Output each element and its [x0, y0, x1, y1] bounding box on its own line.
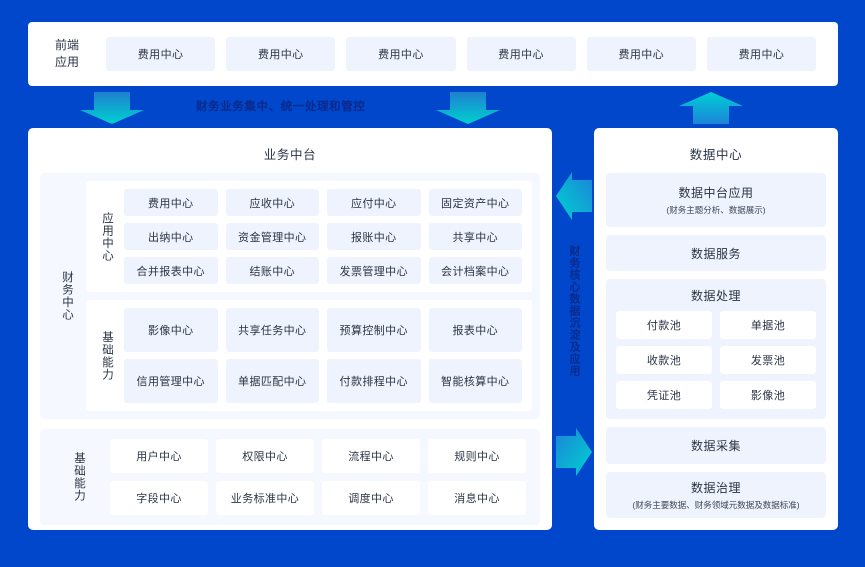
- data-pool-cell[interactable]: 凭证池: [616, 381, 712, 410]
- module-cell[interactable]: 付款排程中心: [327, 359, 421, 403]
- arrow-up-icon: [679, 92, 743, 124]
- data-pool-grid: 付款池 单据池 收款池 发票池 凭证池 影像池: [616, 311, 816, 410]
- grid-row: 出纳中心 资金管理中心 报账中心 共享中心: [124, 223, 522, 250]
- block-title: 数据采集: [690, 439, 741, 454]
- data-center-title: 数据中心: [689, 148, 743, 162]
- application-center-group: 应用中心 费用中心 应收中心 应付中心 固定资产中心 出纳中心 资金管理中心 报…: [86, 181, 532, 292]
- block-title: 数据治理: [690, 480, 741, 495]
- module-cell[interactable]: 信用管理中心: [124, 359, 218, 403]
- module-cell[interactable]: 消息中心: [428, 481, 526, 515]
- module-cell[interactable]: 智能核算中心: [428, 359, 522, 403]
- data-flow-connector: 财务核心数据沉淀及应用: [556, 150, 592, 500]
- module-cell[interactable]: 资金管理中心: [225, 223, 319, 250]
- data-pool-cell[interactable]: 付款池: [616, 311, 712, 340]
- module-cell[interactable]: 发票管理中心: [327, 257, 421, 284]
- frontend-card[interactable]: 费用中心: [346, 37, 456, 71]
- finance-base-capability-grid: 影像中心 共享任务中心 预算控制中心 报表中心 信用管理中心 单据匹配中心 付款…: [124, 308, 522, 403]
- grid-row: 字段中心 业务标准中心 调度中心 消息中心: [110, 481, 526, 515]
- data-pool-cell[interactable]: 影像池: [720, 381, 816, 410]
- module-cell[interactable]: 会计档案中心: [428, 257, 522, 284]
- application-center-grid: 费用中心 应收中心 应付中心 固定资产中心 出纳中心 资金管理中心 报账中心 共…: [124, 189, 522, 284]
- module-cell[interactable]: 共享任务中心: [225, 308, 319, 352]
- module-cell[interactable]: 业务标准中心: [216, 481, 314, 515]
- data-center-panel: 数据中心 数据中台应用 (财务主题分析、数据展示) 数据服务 数据处理 付款池 …: [594, 128, 838, 530]
- module-cell[interactable]: 固定资产中心: [428, 189, 522, 216]
- data-collection-block[interactable]: 数据采集: [606, 427, 826, 464]
- frontend-card[interactable]: 费用中心: [706, 37, 817, 71]
- business-middle-platform-panel: 业务中台 财务中心 应用中心 费用中心 应收中心 应付中心 固定资产中心 出纳中…: [28, 128, 552, 530]
- frontend-application-panel: 前端 应用 费用中心 费用中心 费用中心 费用中心 费用中心 费用中心: [28, 22, 838, 86]
- module-cell[interactable]: 调度中心: [322, 481, 420, 515]
- frontend-card[interactable]: 费用中心: [586, 37, 696, 71]
- finance-center-block: 财务中心 应用中心 费用中心 应收中心 应付中心 固定资产中心 出纳中心 资金管…: [40, 173, 540, 419]
- banner-text: 财务业务集中、统一处理和管控: [196, 101, 366, 113]
- module-cell[interactable]: 报账中心: [327, 223, 421, 250]
- grid-row: 收款池 发票池: [616, 346, 816, 375]
- module-cell[interactable]: 共享中心: [428, 223, 522, 250]
- module-cell[interactable]: 应付中心: [327, 189, 421, 216]
- grid-row: 费用中心 应收中心 应付中心 固定资产中心: [124, 189, 522, 216]
- frontend-card[interactable]: 费用中心: [226, 37, 336, 71]
- frontend-application-label: 前端 应用: [28, 37, 106, 71]
- module-cell[interactable]: 用户中心: [110, 439, 208, 473]
- block-subtitle: (财务主要数据、财务领域元数据及数据标准): [632, 499, 800, 510]
- platform-base-capability-grid: 用户中心 权限中心 流程中心 规则中心 字段中心 业务标准中心 调度中心 消息中…: [110, 439, 526, 515]
- platform-base-capability-block: 基础能力 用户中心 权限中心 流程中心 规则中心 字段中心 业务标准中心 调度中…: [40, 429, 540, 525]
- data-pool-cell[interactable]: 单据池: [720, 311, 816, 340]
- finance-center-groups: 应用中心 费用中心 应收中心 应付中心 固定资产中心 出纳中心 资金管理中心 报…: [86, 181, 532, 411]
- flow-banner: 财务业务集中、统一处理和管控: [0, 88, 865, 128]
- data-governance-block[interactable]: 数据治理 (财务主要数据、财务领域元数据及数据标准): [606, 471, 826, 518]
- finance-base-capability-label: 基础能力: [101, 330, 113, 381]
- frontend-card[interactable]: 费用中心: [466, 37, 576, 71]
- grid-row: 影像中心 共享任务中心 预算控制中心 报表中心: [124, 308, 522, 352]
- data-processing-block: 数据处理 付款池 单据池 收款池 发票池 凭证池 影像池: [606, 279, 826, 420]
- block-title: 数据中台应用: [678, 185, 754, 200]
- grid-row: 信用管理中心 单据匹配中心 付款排程中心 智能核算中心: [124, 359, 522, 403]
- module-cell[interactable]: 出纳中心: [124, 223, 218, 250]
- grid-row: 凭证池 影像池: [616, 381, 816, 410]
- module-cell[interactable]: 结账中心: [225, 257, 319, 284]
- block-title: 数据处理: [690, 289, 741, 304]
- data-pool-cell[interactable]: 收款池: [616, 346, 712, 375]
- frontend-label-line-1: 前端: [54, 38, 79, 52]
- module-cell[interactable]: 字段中心: [110, 481, 208, 515]
- module-cell[interactable]: 合并报表中心: [124, 257, 218, 284]
- module-cell[interactable]: 报表中心: [428, 308, 522, 352]
- business-panel-title: 业务中台: [263, 148, 317, 162]
- module-cell[interactable]: 应收中心: [225, 189, 319, 216]
- module-cell[interactable]: 流程中心: [322, 439, 420, 473]
- finance-center-label: 财务中心: [61, 271, 73, 321]
- data-service-block[interactable]: 数据服务: [606, 234, 826, 272]
- data-pool-cell[interactable]: 发票池: [720, 346, 816, 375]
- module-cell[interactable]: 权限中心: [216, 439, 314, 473]
- frontend-card[interactable]: 费用中心: [106, 37, 216, 71]
- module-cell[interactable]: 预算控制中心: [327, 308, 421, 352]
- grid-row: 用户中心 权限中心 流程中心 规则中心: [110, 439, 526, 473]
- connector-text: 财务核心数据沉淀及应用: [568, 245, 580, 377]
- arrow-down-icon: [436, 92, 500, 124]
- grid-row: 付款池 单据池: [616, 311, 816, 340]
- application-center-label: 应用中心: [101, 211, 113, 262]
- module-cell[interactable]: 规则中心: [428, 439, 526, 473]
- arrow-right-icon: [556, 428, 592, 476]
- finance-base-capability-group: 基础能力 影像中心 共享任务中心 预算控制中心 报表中心 信用管理中心 单据匹配…: [86, 300, 532, 411]
- platform-base-capability-label: 基础能力: [73, 452, 85, 502]
- module-cell[interactable]: 影像中心: [124, 308, 218, 352]
- data-platform-application-block[interactable]: 数据中台应用 (财务主题分析、数据展示): [606, 173, 826, 227]
- frontend-label-line-2: 应用: [54, 55, 79, 69]
- grid-row: 合并报表中心 结账中心 发票管理中心 会计档案中心: [124, 257, 522, 284]
- arrow-down-icon: [80, 92, 144, 124]
- module-cell[interactable]: 费用中心: [124, 189, 218, 216]
- arrow-left-icon: [556, 172, 592, 220]
- block-title: 数据服务: [690, 246, 741, 261]
- block-subtitle: (财务主题分析、数据展示): [666, 204, 766, 215]
- frontend-card-list: 费用中心 费用中心 费用中心 费用中心 费用中心 费用中心: [106, 37, 838, 71]
- module-cell[interactable]: 单据匹配中心: [225, 359, 319, 403]
